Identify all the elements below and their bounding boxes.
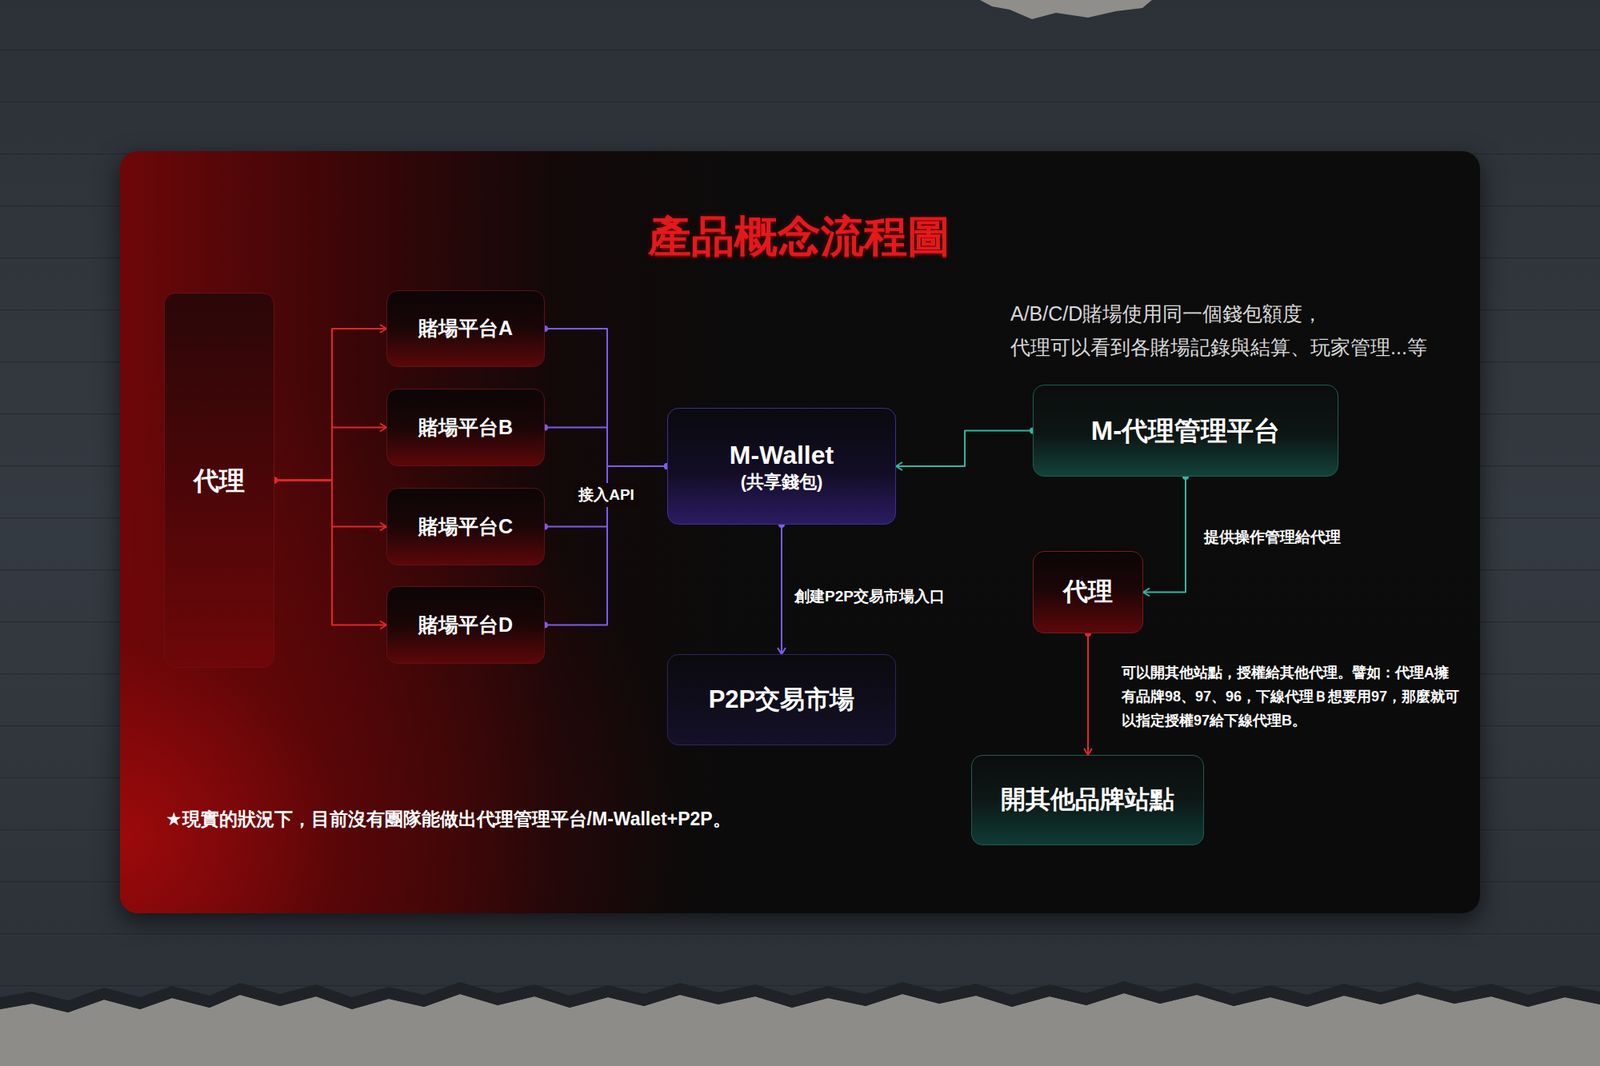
node-label: P2P交易市場 bbox=[708, 684, 856, 716]
casino-box: 賭場平台A bbox=[386, 290, 545, 368]
node-sublabel: (共享錢包) bbox=[740, 471, 824, 494]
footnote: ★現實的狀況下，目前沒有團隊能做出代理管理平台/M-Wallet+P2P。 bbox=[165, 807, 732, 832]
node-label: 賭場平台C bbox=[418, 514, 513, 540]
connector bbox=[544, 466, 668, 626]
connector bbox=[274, 480, 387, 528]
connector bbox=[1143, 476, 1186, 593]
connector bbox=[544, 328, 668, 467]
connector bbox=[780, 524, 783, 655]
connector bbox=[544, 428, 668, 468]
connector bbox=[544, 466, 668, 528]
edge-label: 創建P2P交易市場入口 bbox=[794, 586, 945, 608]
casino-box: 賭場平台B bbox=[386, 388, 545, 467]
market-box: P2P交易市場 bbox=[667, 654, 896, 746]
node-label: M-代理管理平台 bbox=[1091, 414, 1280, 448]
casino-box: 賭場平台C bbox=[386, 488, 545, 566]
connector bbox=[274, 480, 387, 626]
torn-paper-top bbox=[980, 0, 1152, 20]
node-label: 賭場平台D bbox=[418, 612, 513, 638]
brand-site-box: 開其他品牌站點 bbox=[971, 755, 1204, 846]
node-label: 開其他品牌站點 bbox=[1000, 784, 1175, 816]
connector bbox=[1087, 633, 1089, 756]
note-text: 代理可以看到各賭場記錄與結算、玩家管理...等 bbox=[1010, 334, 1428, 361]
agent-box: 代理 bbox=[1032, 551, 1144, 634]
wallet-box: M-Wallet(共享錢包) bbox=[667, 408, 896, 525]
edge-label: 接入API bbox=[574, 483, 639, 508]
platform-box: M-代理管理平台 bbox=[1032, 384, 1339, 477]
note-text: A/B/C/D賭場使用同一個錢包額度， bbox=[1010, 300, 1323, 328]
node-label: M-Wallet bbox=[729, 439, 834, 472]
edge-label: 提供操作管理給代理 bbox=[1204, 527, 1341, 548]
connector bbox=[274, 428, 387, 481]
node-label: 代理 bbox=[1063, 576, 1113, 608]
edge-label: 可以開其他站點，授權給其他代理。譬如：代理A擁有品牌98、97、96，下線代理Ｂ… bbox=[1121, 660, 1462, 733]
node-label: 賭場平台A bbox=[418, 316, 513, 341]
node-label: 代理 bbox=[193, 464, 245, 497]
diagram-title: 產品概念流程圖 bbox=[648, 208, 951, 267]
torn-paper-edge bbox=[0, 981, 1600, 1013]
node-label: 賭場平台B bbox=[418, 415, 513, 440]
connector bbox=[896, 431, 1033, 468]
connector bbox=[274, 328, 387, 481]
agent-box: 代理 bbox=[164, 292, 275, 668]
casino-box: 賭場平台D bbox=[386, 586, 545, 664]
